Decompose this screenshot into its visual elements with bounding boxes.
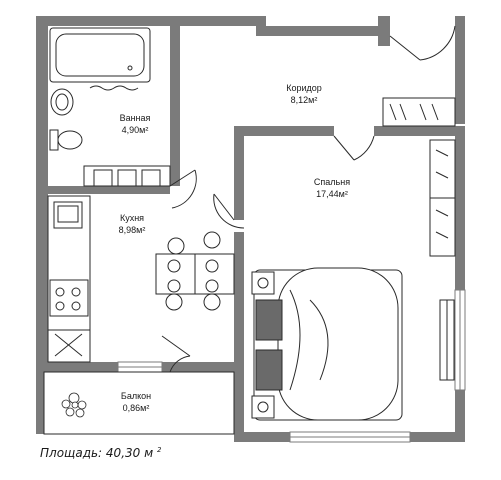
nightstands [251, 271, 275, 419]
kitchen-counter [47, 195, 91, 363]
bathroom-name: Ванная [119, 113, 151, 123]
corridor-wardrobe [382, 97, 456, 127]
balcony-door [161, 335, 191, 373]
bathtub-icon [49, 27, 151, 91]
bedroom-wardrobe [429, 139, 456, 257]
entry-door [389, 25, 456, 61]
bedroom-area: 17,44м² [316, 189, 348, 199]
balcony-label: Балкон 0,86м² [108, 390, 164, 414]
bathroom-cabinets [83, 165, 171, 187]
corridor-label: Коридор 8,12м² [272, 82, 336, 106]
windows [117, 289, 466, 443]
bedroom-door [333, 135, 375, 161]
bedroom-name: Спальня [313, 177, 351, 187]
corridor-name: Коридор [286, 83, 322, 93]
balcony-outline [43, 371, 235, 435]
kitchen-label: Кухня 8,98м² [104, 212, 160, 236]
bed-icon [253, 267, 403, 421]
bedroom-label: Спальня 17,44м² [300, 176, 364, 200]
total-area-label: Площадь: 40,30 м [40, 446, 154, 460]
kitchen-door [213, 193, 245, 229]
sink-icon [50, 88, 74, 116]
dining-table [155, 231, 235, 311]
kitchen-name: Кухня [119, 213, 145, 223]
corridor-area: 8,12м² [290, 95, 318, 105]
plant-icon [61, 392, 87, 418]
walls [36, 16, 465, 442]
bathroom-area: 4,90м² [121, 125, 149, 135]
bedroom-shelf [439, 299, 455, 381]
bathroom-label: Ванная 4,90м² [105, 112, 165, 136]
bathroom-door [169, 169, 197, 209]
kitchen-area: 8,98м² [118, 225, 146, 235]
total-area: Площадь: 40,30 м 2 [40, 446, 161, 460]
total-area-power: 2 [156, 446, 162, 454]
balcony-name: Балкон [120, 391, 152, 401]
balcony-area: 0,86м² [122, 403, 150, 413]
toilet-icon [49, 129, 83, 151]
